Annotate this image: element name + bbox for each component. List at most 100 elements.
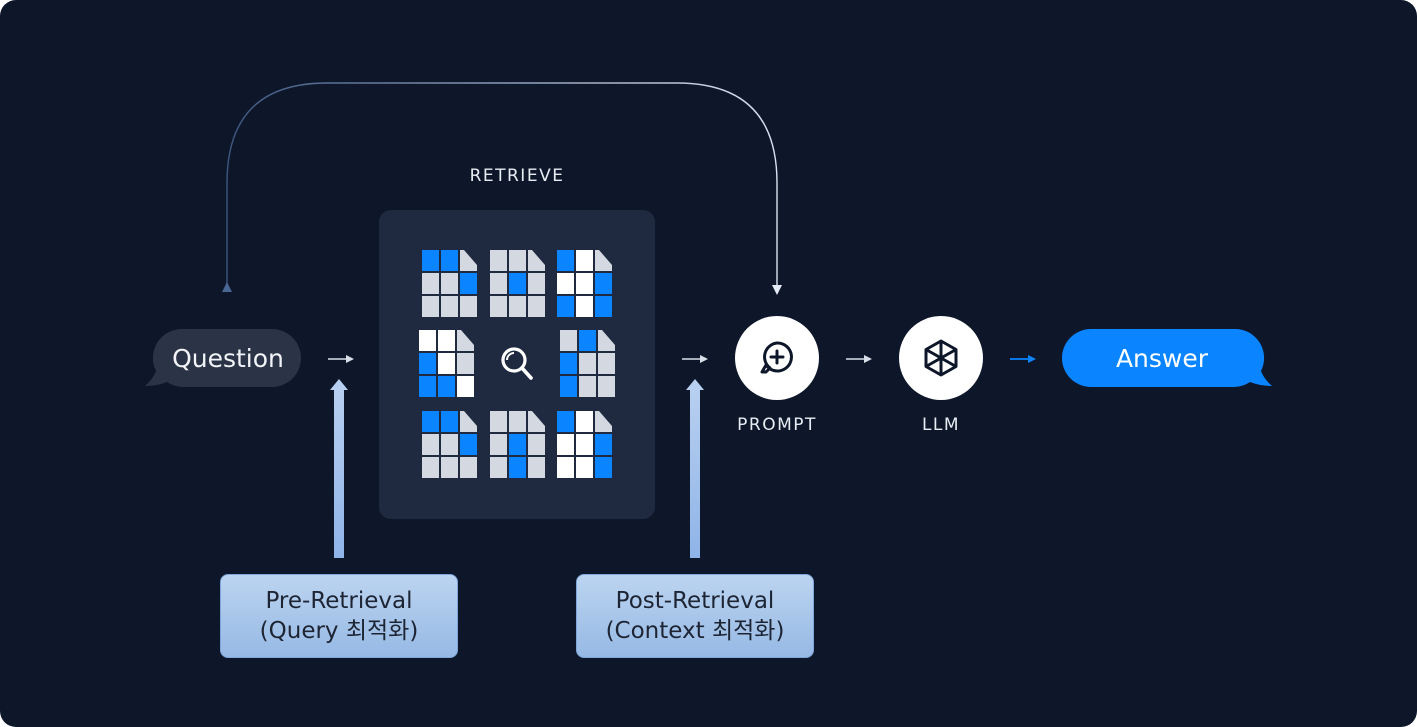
- answer-bubble-shape: [1062, 329, 1272, 387]
- prompt-node: [735, 316, 819, 400]
- document-cell: [598, 353, 615, 374]
- document-cell: [528, 457, 545, 478]
- document-cell: [419, 376, 436, 397]
- pre-retrieval-note: Pre-Retrieval (Query 최적화): [220, 574, 458, 658]
- document-cell: [490, 250, 507, 271]
- document-cell: [576, 273, 593, 294]
- document-cell: [528, 273, 545, 294]
- document-cell: [560, 353, 577, 374]
- pre-retrieval-subtitle: (Query 최적화): [259, 618, 419, 644]
- document-cell: [595, 273, 612, 294]
- document-cell: [595, 457, 612, 478]
- document-cell: [509, 273, 526, 294]
- document-cell: [441, 296, 458, 317]
- document-cell: [460, 411, 477, 432]
- arrow-prompt-llm: [846, 355, 872, 363]
- document-cell: [422, 434, 439, 455]
- pre-retrieval-title: Pre-Retrieval: [265, 588, 413, 614]
- grid-document-icon: [422, 250, 477, 317]
- grid-document-icon: [557, 250, 612, 317]
- bypass-arrow-start: [222, 282, 232, 292]
- document-cell: [528, 434, 545, 455]
- document-cell: [438, 353, 455, 374]
- document-cell: [441, 273, 458, 294]
- document-cell: [490, 296, 507, 317]
- document-cell: [460, 250, 477, 271]
- document-cell: [595, 250, 612, 271]
- document-cell: [557, 457, 574, 478]
- document-cell: [422, 457, 439, 478]
- retrieve-label: RETRIEVE: [469, 166, 565, 186]
- document-cell: [438, 376, 455, 397]
- document-cell: [441, 457, 458, 478]
- document-cell: [557, 250, 574, 271]
- document-cell: [576, 250, 593, 271]
- document-cell: [557, 411, 574, 432]
- post-retrieval-subtitle: (Context 최적화): [605, 618, 785, 644]
- document-cell: [438, 330, 455, 351]
- document-cell: [419, 330, 436, 351]
- answer-label: Answer: [1115, 343, 1209, 373]
- document-cell: [441, 250, 458, 271]
- post-retrieval-arrow: [686, 379, 704, 558]
- arrow-llm-answer: [1010, 355, 1036, 363]
- post-retrieval-note: Post-Retrieval (Context 최적화): [576, 574, 814, 658]
- document-cell: [560, 376, 577, 397]
- document-cell: [509, 296, 526, 317]
- prompt-label: PROMPT: [737, 415, 817, 435]
- magnifier-icon: [501, 347, 533, 380]
- arrow-retrieve-prompt: [682, 355, 708, 363]
- grid-document-icon: [490, 250, 545, 317]
- document-cell: [422, 296, 439, 317]
- answer-bubble: Answer: [1062, 329, 1272, 387]
- document-cell: [460, 296, 477, 317]
- document-cell: [576, 457, 593, 478]
- question-label: Question: [172, 343, 284, 373]
- document-cell: [509, 411, 526, 432]
- document-cell: [595, 434, 612, 455]
- bypass-connector: [226, 82, 778, 285]
- document-cell: [509, 434, 526, 455]
- llm-node: [899, 316, 983, 400]
- document-cell: [457, 376, 474, 397]
- document-cell: [422, 273, 439, 294]
- document-cell: [595, 411, 612, 432]
- document-cell: [457, 353, 474, 374]
- document-cell: [595, 296, 612, 317]
- llm-label: LLM: [921, 415, 961, 435]
- grid-document-icon: [419, 330, 474, 397]
- document-cell: [579, 353, 596, 374]
- post-retrieval-title: Post-Retrieval: [615, 588, 775, 614]
- hexagon-cube-icon: [924, 339, 958, 377]
- document-cell: [579, 330, 596, 351]
- document-cell: [557, 296, 574, 317]
- document-cell: [422, 250, 439, 271]
- document-cell: [460, 434, 477, 455]
- document-cell: [509, 250, 526, 271]
- document-cell: [560, 330, 577, 351]
- document-cell: [490, 411, 507, 432]
- document-cell: [598, 330, 615, 351]
- bypass-arrow-end: [772, 285, 782, 295]
- grid-document-icon: [422, 411, 477, 478]
- document-cell: [441, 411, 458, 432]
- document-cell: [419, 353, 436, 374]
- chat-plus-icon: [760, 341, 793, 374]
- grid-document-icon: [557, 411, 612, 478]
- document-cell: [457, 330, 474, 351]
- document-cell: [490, 434, 507, 455]
- document-cell: [576, 296, 593, 317]
- question-bubble-shape: [145, 329, 301, 387]
- document-cell: [509, 457, 526, 478]
- document-cell: [441, 434, 458, 455]
- document-cell: [576, 411, 593, 432]
- document-cell: [579, 376, 596, 397]
- document-cell: [557, 273, 574, 294]
- document-cell: [598, 376, 615, 397]
- grid-document-icon: [560, 330, 615, 397]
- document-cell: [422, 411, 439, 432]
- document-cell: [557, 434, 574, 455]
